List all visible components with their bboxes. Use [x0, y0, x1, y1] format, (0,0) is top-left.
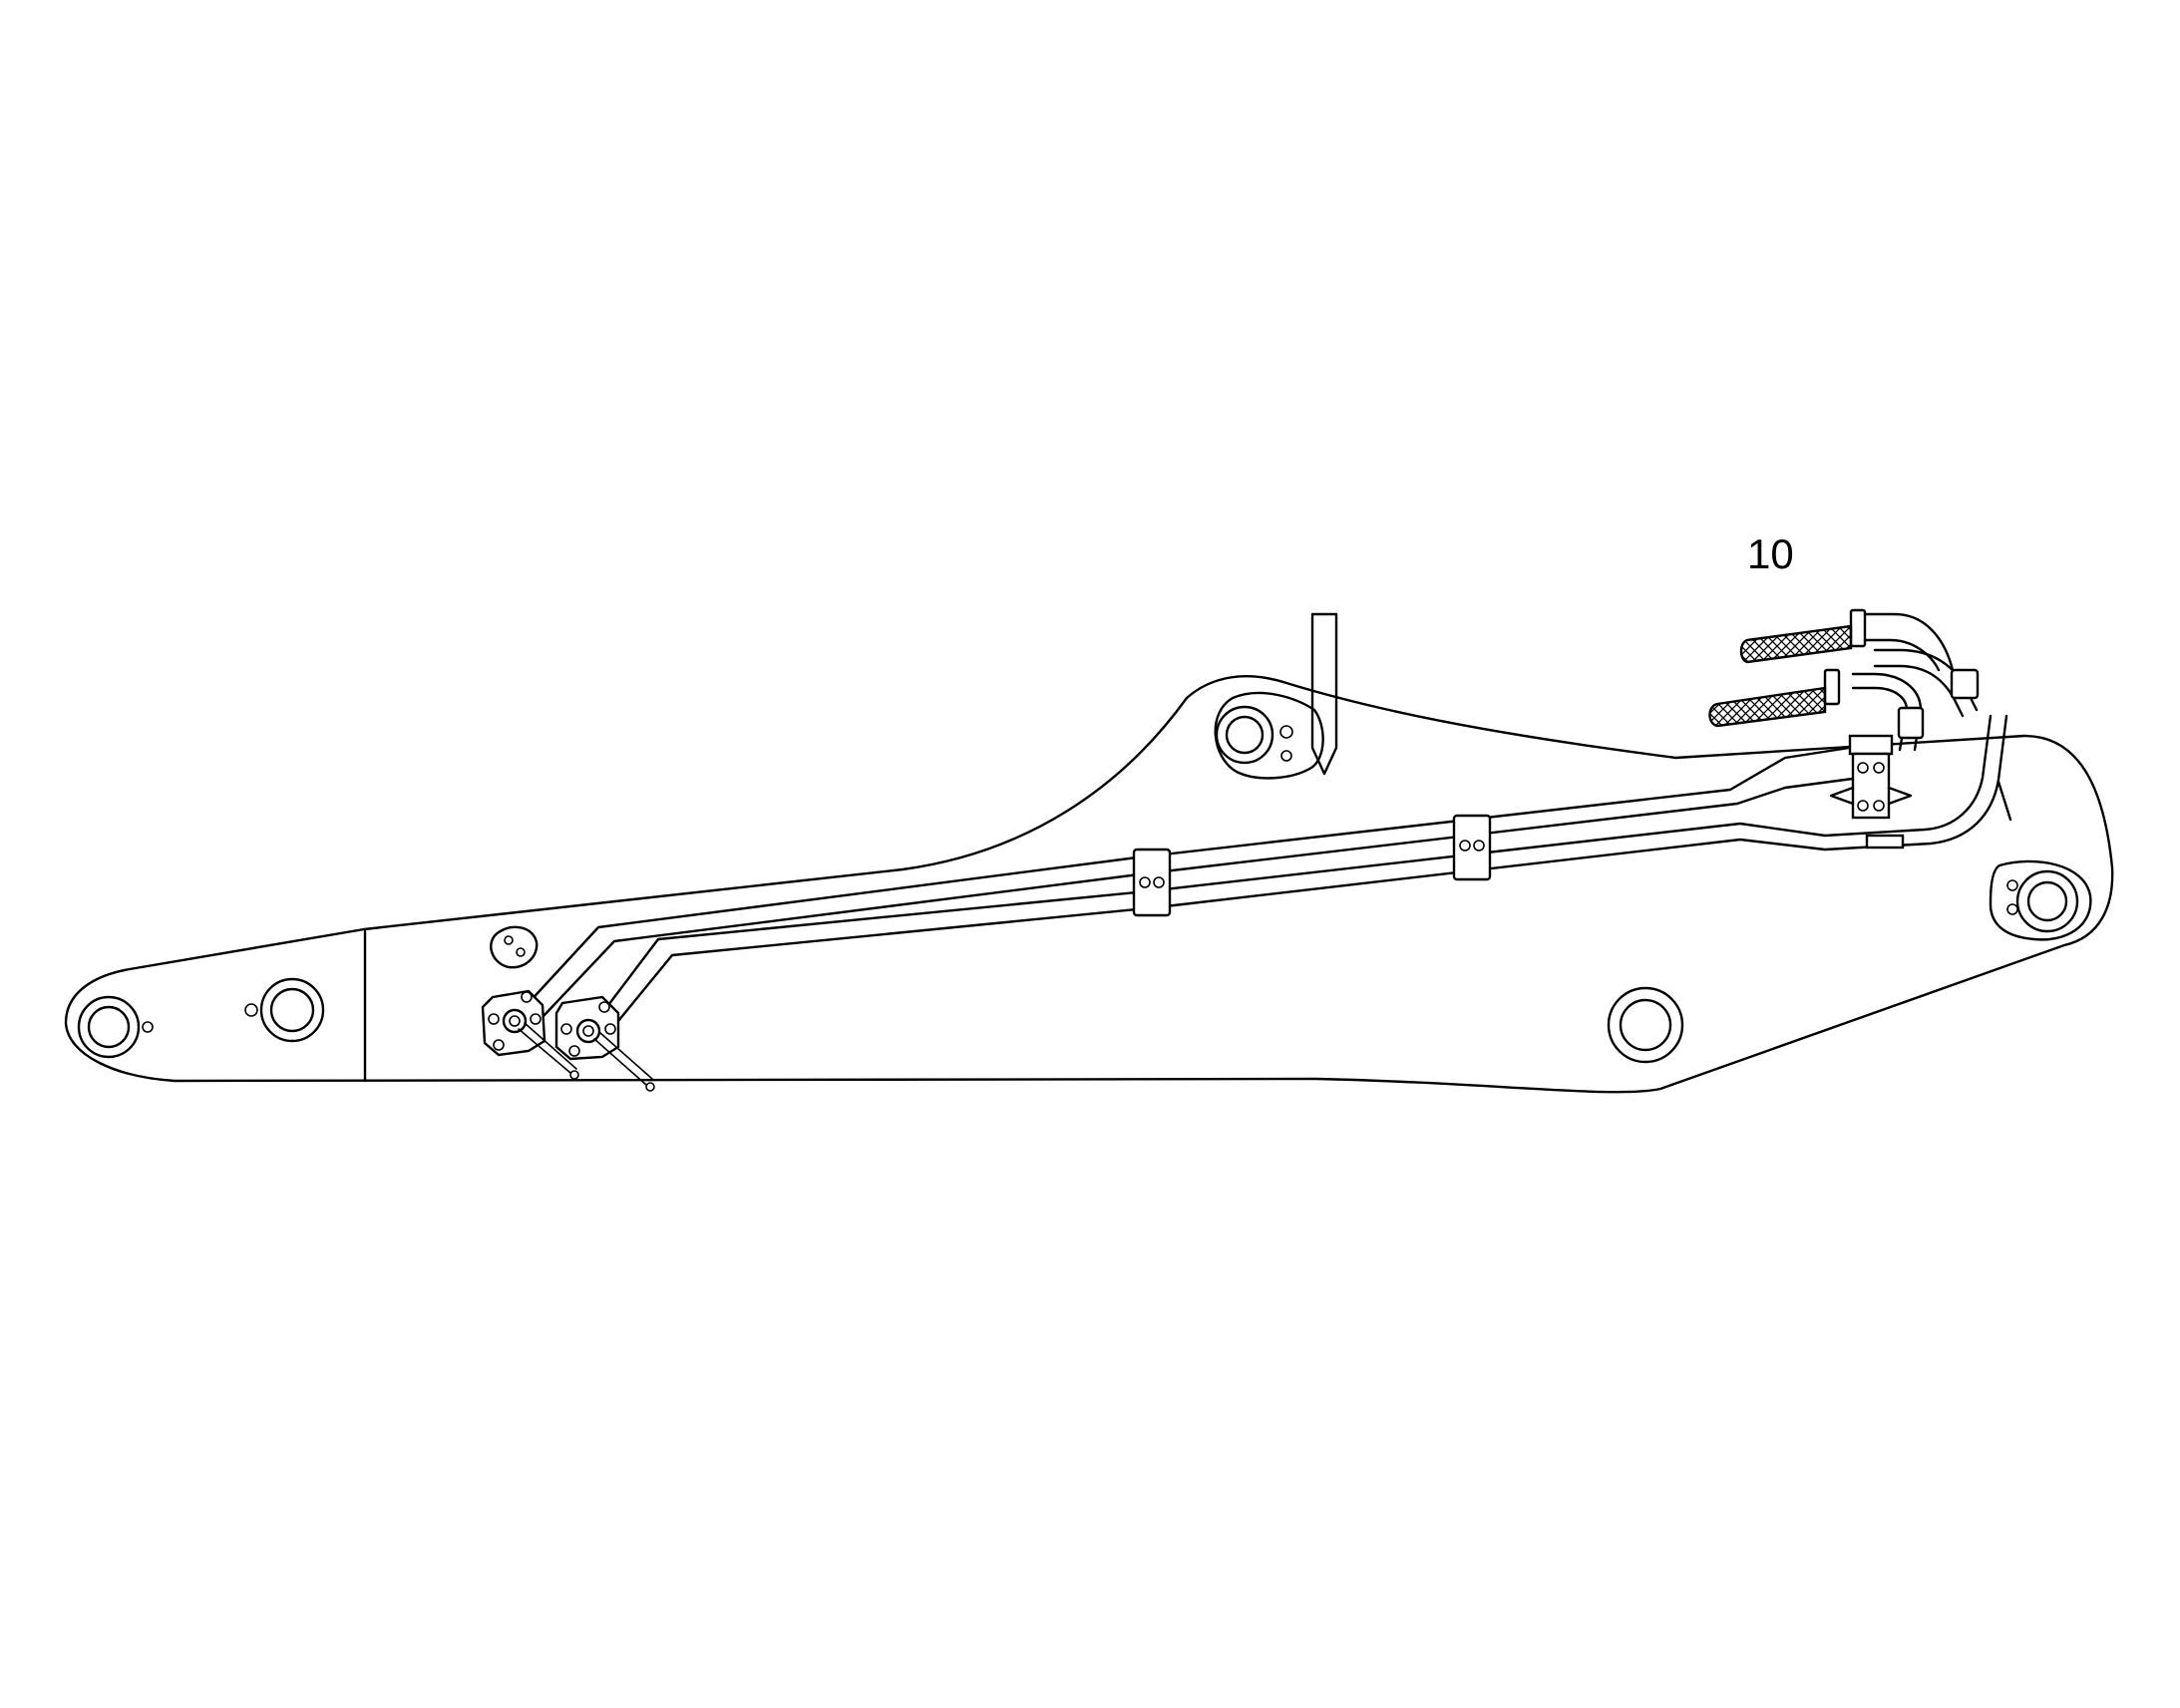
- pivot-boss-left: [77, 995, 154, 1059]
- pivot-boss-right: [1989, 859, 2092, 941]
- tube-clamp-right: [1452, 814, 1492, 881]
- valve-block: [1829, 734, 1913, 850]
- tube-clamp-center: [1132, 848, 1172, 917]
- mounting-plate: [490, 925, 539, 969]
- port-flange-left: [481, 989, 579, 1080]
- braided-hose-upper: [1739, 624, 1853, 664]
- hydraulic-tube-lower: [600, 714, 2008, 1023]
- indicator-line: [1997, 780, 2012, 822]
- braided-hose-lower: [1708, 686, 1827, 728]
- pivot-boss-top: [1214, 691, 1324, 780]
- callout-label: 10: [1747, 530, 1794, 577]
- pivot-boss-bottom: [1607, 986, 1684, 1064]
- port-flange-right: [554, 995, 655, 1092]
- pivot-boss-second: [244, 977, 325, 1043]
- wedge-pointer: [1310, 612, 1338, 776]
- hydraulic-tube-upper: [525, 742, 1877, 1019]
- arm-body: [64, 675, 2114, 1094]
